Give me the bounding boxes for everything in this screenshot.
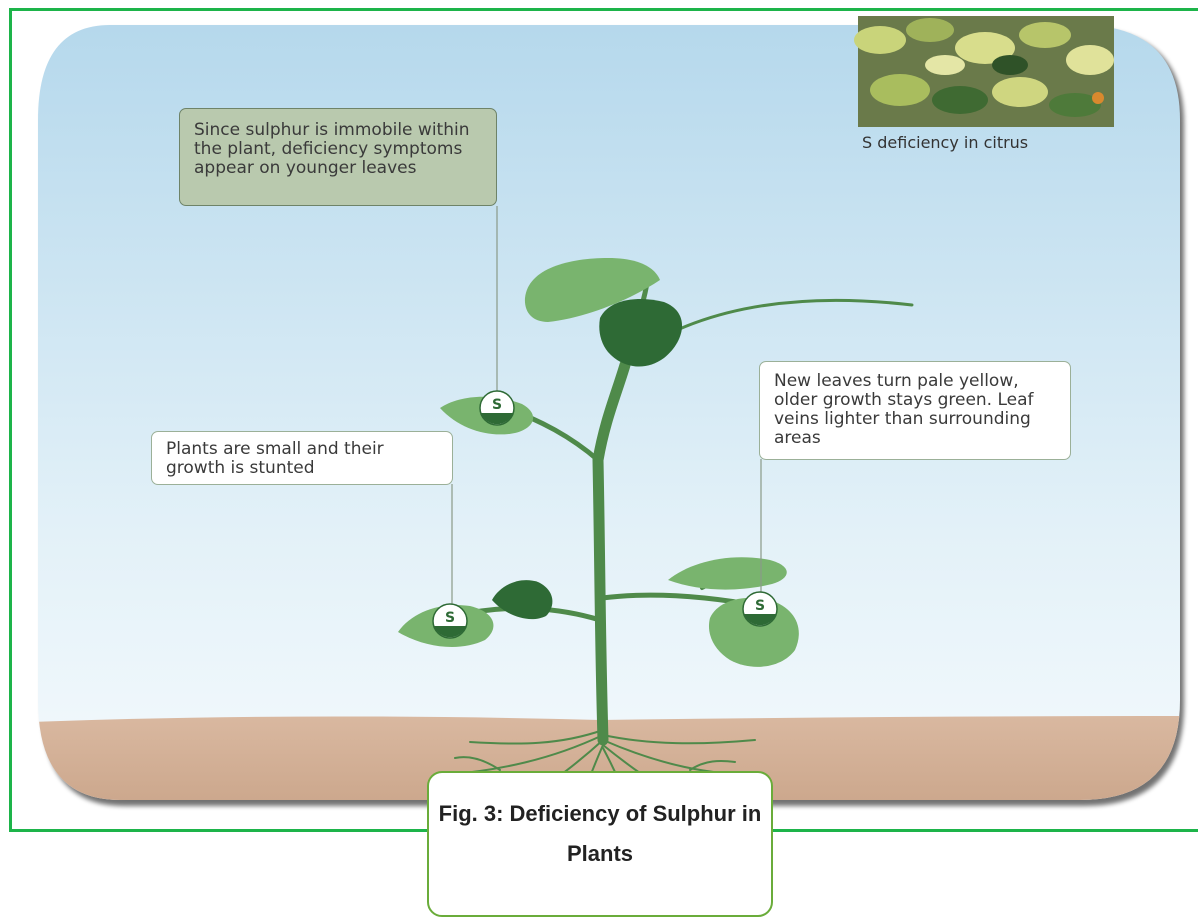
figure-caption: Fig. 3: Deficiency of Sulphur in Plants <box>429 794 771 874</box>
callout-pale-leaves: New leaves turn pale yellow, older growt… <box>759 361 1071 460</box>
citrus-photo <box>854 16 1114 127</box>
photo-caption: S deficiency in citrus <box>862 133 1028 152</box>
s-marker-upper: S <box>478 389 516 427</box>
s-marker-lower-right-label: S <box>755 598 765 614</box>
s-marker-lower-left: S <box>431 602 469 640</box>
s-marker-lower-right: S <box>741 590 779 628</box>
callout-stunted: Plants are small and their growth is stu… <box>151 431 453 485</box>
s-marker-lower-left-label: S <box>445 610 455 626</box>
figure-caption-box: Fig. 3: Deficiency of Sulphur in Plants <box>427 771 773 917</box>
callout-immobile: Since sulphur is immobile within the pla… <box>179 108 497 206</box>
s-marker-upper-label: S <box>492 397 502 413</box>
